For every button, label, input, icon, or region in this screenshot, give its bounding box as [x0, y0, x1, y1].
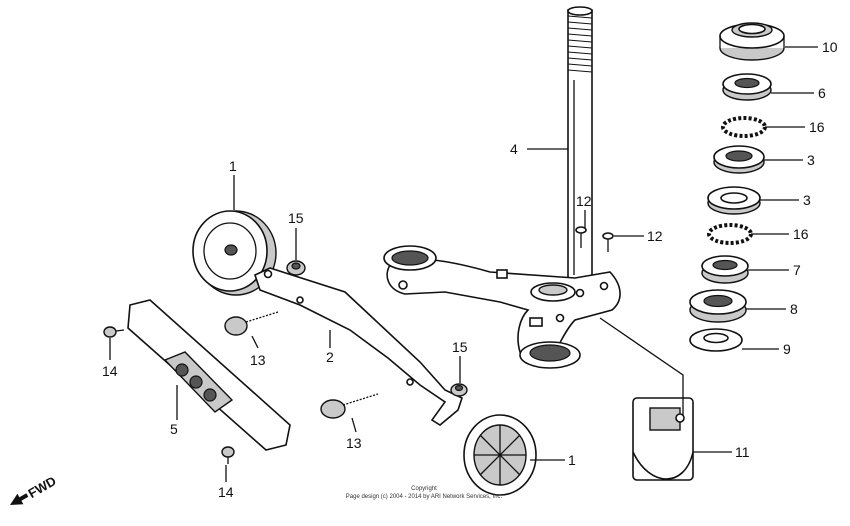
bolt-13-upper	[224, 311, 279, 336]
callout-13-upper: 13	[250, 352, 266, 368]
callout-16-upper: 16	[809, 119, 825, 135]
nut-15-lower	[450, 383, 468, 397]
fwd-indicator: FWD	[10, 473, 59, 505]
callout-14-upper: 14	[102, 363, 118, 379]
callout-9: 10	[822, 39, 838, 55]
bracket-stay	[254, 267, 463, 426]
lock-stopper	[632, 397, 694, 481]
fwd-arrow-icon	[10, 493, 29, 505]
screw-14-lower	[221, 446, 235, 464]
callout-12-right: 12	[647, 228, 663, 244]
fwd-label: FWD	[26, 473, 59, 501]
dust-seal	[689, 289, 747, 323]
washer	[689, 328, 743, 352]
callout-12-left: 12	[576, 193, 592, 209]
screw-14-upper	[103, 326, 125, 338]
callout-13-lower: 13	[346, 435, 362, 451]
copyright-line-2: Page design (c) 2004 - 2014 by ARI Netwo…	[346, 494, 503, 500]
steel-ball-set-lower	[707, 223, 753, 245]
screw-12-right	[602, 232, 614, 252]
bearing-race-b	[707, 186, 761, 215]
screw-12-left	[575, 226, 587, 248]
nut-15-upper	[286, 260, 306, 276]
callout-11: 5	[170, 421, 178, 437]
bolt-13-lower	[320, 393, 379, 419]
leader-lines	[109, 46, 818, 482]
steering-stem	[567, 6, 593, 281]
copyright-line-1: Copyright	[411, 486, 437, 492]
callout-6: 7	[793, 262, 801, 278]
callout-5: 6	[818, 85, 826, 101]
fork-bridge	[383, 245, 621, 369]
callout-3-lower: 3	[803, 192, 811, 208]
steel-ball-set-upper	[721, 116, 767, 138]
callout-3-upper: 3	[807, 152, 815, 168]
callout-16-lower: 16	[793, 226, 809, 242]
plate-base	[127, 299, 291, 451]
bearing-race-a	[713, 145, 765, 174]
callout-15-upper: 15	[288, 210, 304, 226]
callout-7: 8	[790, 301, 798, 317]
callout-10: 11	[735, 444, 750, 460]
top-thread-nut	[719, 22, 785, 61]
callout-2: 2	[326, 349, 334, 365]
bearing-cone-upper	[722, 73, 772, 101]
callout-1-upper: 1	[229, 158, 237, 174]
callout-numbers: 10 6 16 3 3 16 7 8 9 4 12 12 11 1 1 15 1…	[102, 39, 838, 500]
bearing-cone-lower	[701, 255, 749, 284]
callout-4: 4	[510, 141, 518, 157]
callout-8: 9	[783, 341, 791, 357]
callout-14-lower: 14	[218, 484, 234, 500]
callout-15-lower: 15	[452, 339, 468, 355]
callout-1-lower: 1	[568, 452, 576, 468]
reflector-lower	[463, 414, 537, 496]
